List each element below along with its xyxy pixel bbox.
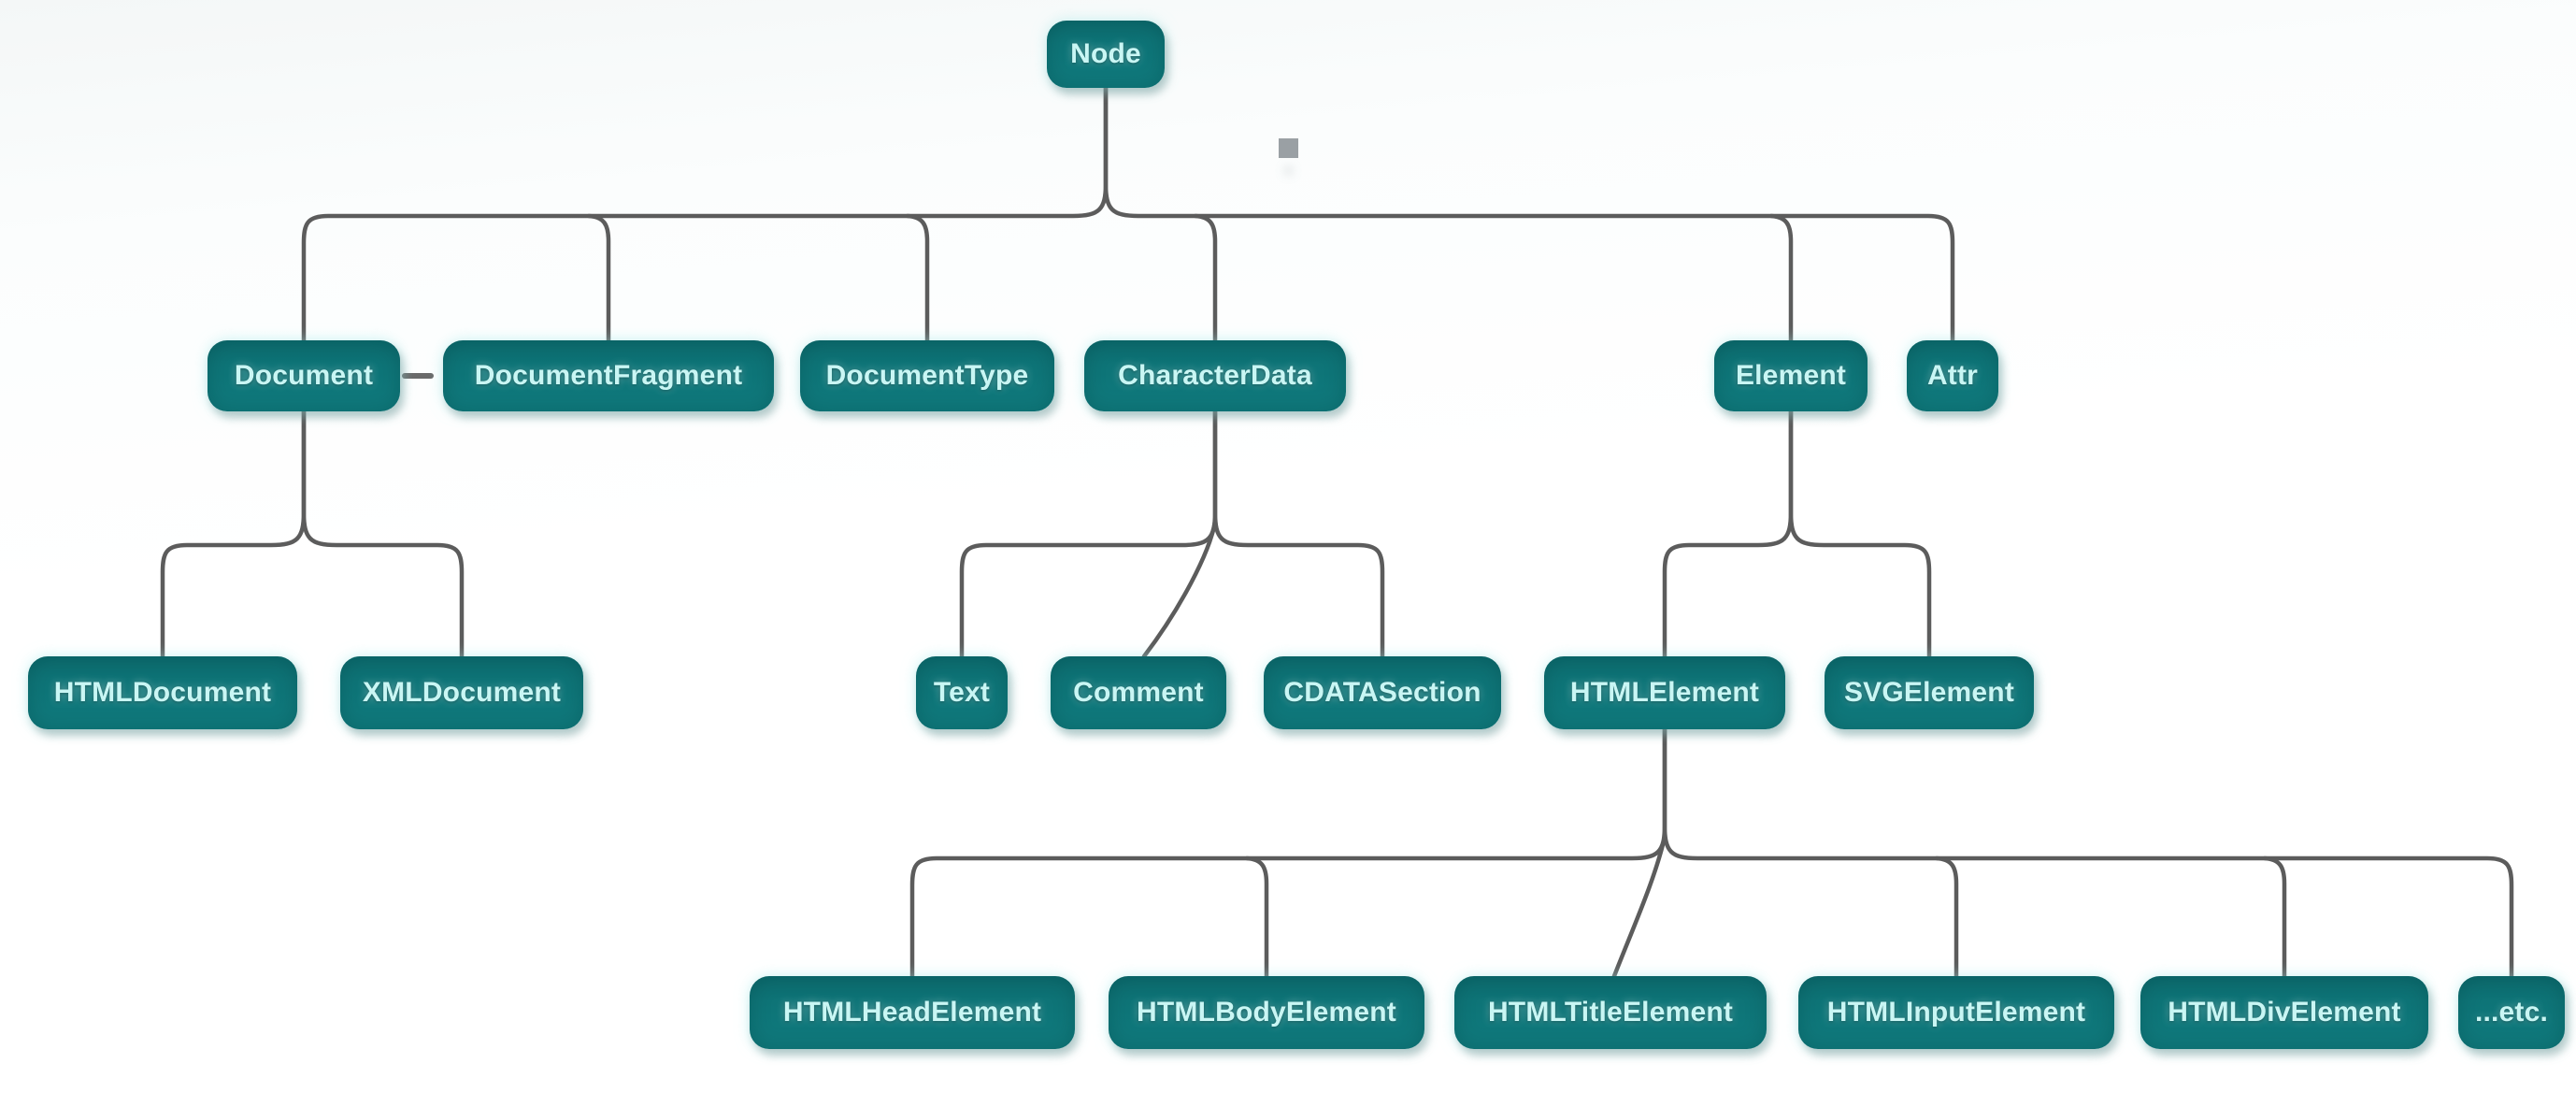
node-box-cdatasection: CDATASection <box>1264 656 1501 729</box>
edge-drop-htmlbodyelement <box>1244 855 1269 979</box>
edge-drop-documentfragment <box>586 213 611 343</box>
node-box-node: Node <box>1047 21 1165 88</box>
node-box-documentfragment: DocumentFragment <box>443 340 774 411</box>
selection-handle-square <box>1279 138 1298 158</box>
edge-characterdata-to-comment <box>1141 519 1218 659</box>
edge-characterdata-to-text <box>959 409 1218 659</box>
edge-drop-htmldivelement <box>2262 855 2287 979</box>
node-box-htmlheadelement: HTMLHeadElement <box>750 976 1075 1049</box>
edge-htmlelement-to-htmltitleelement <box>1611 834 1667 979</box>
edge-node-to-document-bus-left <box>301 83 1109 343</box>
node-box-htmltitleelement: HTMLTitleElement <box>1454 976 1767 1049</box>
node-box-etc: ...etc. <box>2458 976 2565 1049</box>
node-box-characterdata: CharacterData <box>1084 340 1346 411</box>
node-box-htmlbodyelement: HTMLBodyElement <box>1109 976 1424 1049</box>
edge-htmlelement-to-htmlheadelement <box>909 726 1667 979</box>
edge-node-to-attr-bus-right <box>1103 83 1955 343</box>
node-box-xmldocument: XMLDocument <box>340 656 583 729</box>
node-box-documenttype: DocumentType <box>800 340 1054 411</box>
edge-element-to-svgelement <box>1788 409 1932 659</box>
node-box-htmldivelement: HTMLDivElement <box>2140 976 2428 1049</box>
edge-drop-characterdata <box>1193 213 1218 343</box>
node-box-element: Element <box>1714 340 1868 411</box>
edge-htmlelement-to-etc <box>1662 726 2514 979</box>
edge-document-to-xmldocument <box>301 409 465 659</box>
edge-characterdata-to-cdatasection <box>1212 409 1385 659</box>
node-box-htmldocument: HTMLDocument <box>28 656 297 729</box>
node-box-svgelement: SVGElement <box>1825 656 2034 729</box>
node-box-text: Text <box>916 656 1008 729</box>
node-box-attr: Attr <box>1907 340 1998 411</box>
node-box-document: Document <box>208 340 400 411</box>
node-box-htmlinputelement: HTMLInputElement <box>1798 976 2114 1049</box>
edge-drop-element <box>1768 213 1794 343</box>
node-box-comment: Comment <box>1051 656 1226 729</box>
edge-drop-documenttype <box>905 213 930 343</box>
node-box-htmlelement: HTMLElement <box>1544 656 1785 729</box>
edge-drop-htmlinputelement <box>1934 855 1959 979</box>
edge-document-to-htmldocument <box>160 409 307 659</box>
edge-element-to-htmlelement <box>1662 409 1794 659</box>
